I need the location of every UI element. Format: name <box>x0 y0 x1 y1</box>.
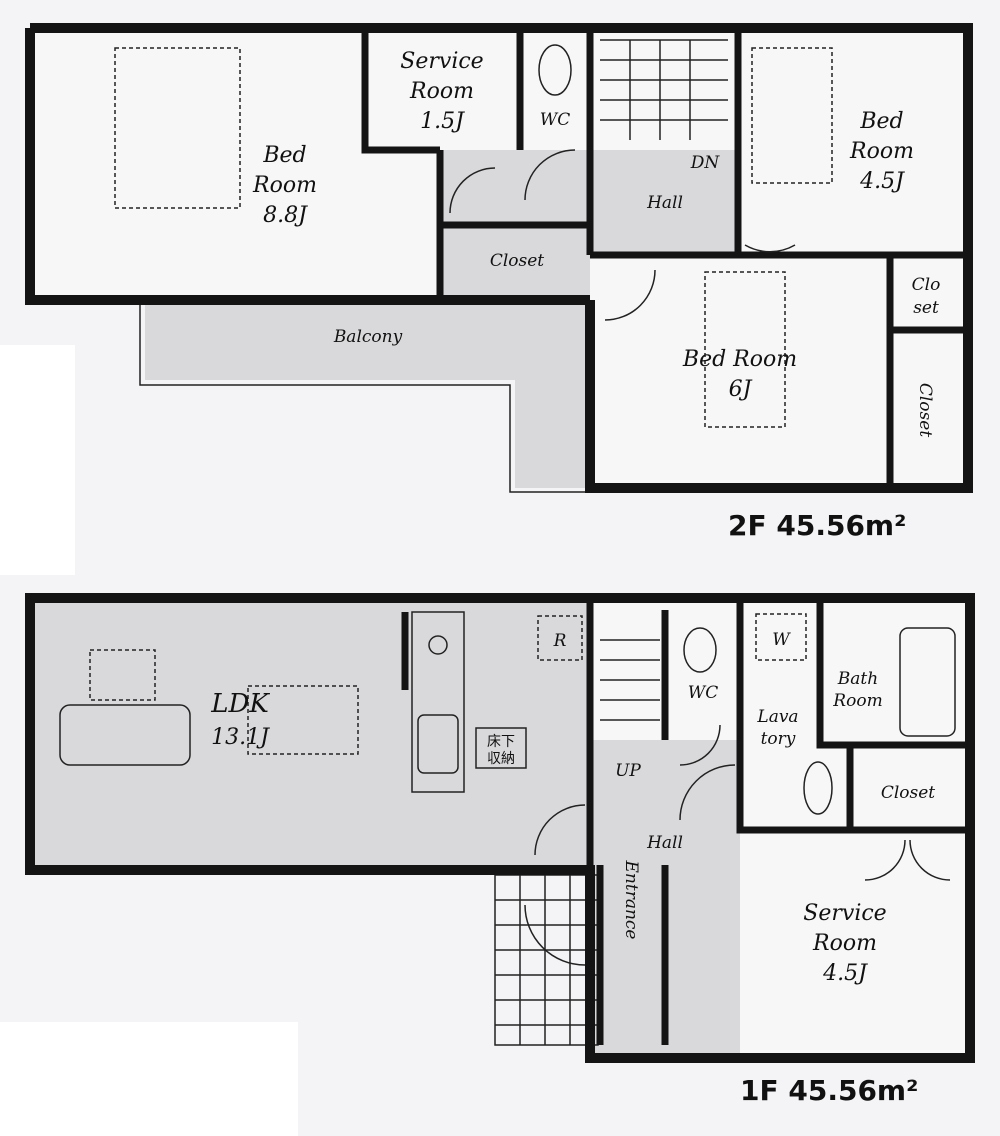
washer-icon <box>755 613 807 661</box>
floor-2: Bed Room 8.8J Service Room 1.5J WC DN Ha… <box>25 23 973 542</box>
room-label: Closet <box>490 251 544 271</box>
room-label: Bed Room <box>682 347 797 372</box>
room-label: 13.1J <box>211 725 270 750</box>
room-label: Clo <box>912 275 941 295</box>
fridge-label: R <box>553 631 567 651</box>
blank-area-bottom-left <box>0 1022 298 1136</box>
fridge-icon <box>537 615 583 661</box>
floor-1: LDK 13.1J R 床下 収納 WC W Bath Room Lava to… <box>25 593 975 1107</box>
underfloor-storage-label: 収納 <box>487 751 515 767</box>
room-label: Closet <box>881 783 935 803</box>
toilet-icon <box>538 44 572 96</box>
stairs-label: UP <box>615 761 641 781</box>
room-label: Bed <box>859 109 903 134</box>
stairs-label: DN <box>690 153 721 173</box>
underfloor-storage-label: 床下 <box>487 734 515 750</box>
room-label: 8.8J <box>263 203 308 228</box>
bathtub-icon <box>899 627 956 737</box>
room-label: Bath <box>837 669 878 689</box>
room-label: Room <box>832 691 882 711</box>
porch-tiles <box>494 874 599 1046</box>
room-label: Bed <box>262 143 306 168</box>
underfloor-storage-icon <box>475 727 527 769</box>
room-label: Closet <box>915 383 935 437</box>
room-label: Service <box>400 49 483 74</box>
room-label: WC <box>540 110 570 130</box>
room-label: Balcony <box>333 327 403 347</box>
room-label: Hall <box>646 193 683 213</box>
washer-label: W <box>772 630 791 650</box>
room-label: Hall <box>646 833 683 853</box>
blank-area-left <box>0 345 75 575</box>
room-label: Room <box>849 139 914 164</box>
room-label: WC <box>688 683 718 703</box>
room-label: 4.5J <box>822 961 868 986</box>
bed-icon <box>114 47 241 209</box>
room-label: tory <box>761 729 796 749</box>
room-label: Entrance <box>621 860 641 940</box>
sink-icon <box>417 714 459 774</box>
kitchen-counter <box>411 611 465 793</box>
floor-area-label: 1F 45.56m² <box>740 1074 918 1107</box>
room-label: Room <box>812 931 877 956</box>
entrance-floor <box>600 865 665 1045</box>
room-label: LDK <box>210 689 270 719</box>
room-label: 6J <box>729 377 753 402</box>
toilet-icon <box>683 627 717 673</box>
washbasin-icon <box>803 761 833 815</box>
room-label: set <box>913 298 939 318</box>
sofa-icon <box>59 704 191 766</box>
table-icon <box>89 649 156 701</box>
ldk-floor <box>30 598 590 870</box>
room-label: Lava <box>756 707 798 727</box>
bed-icon <box>704 271 786 428</box>
stove-icon <box>428 635 448 655</box>
room-label: 1.5J <box>420 109 465 134</box>
room-label: Room <box>252 173 317 198</box>
room-label: Service <box>803 901 886 926</box>
balcony <box>145 300 590 488</box>
staircase-2f <box>600 39 728 140</box>
room-label: Room <box>409 79 474 104</box>
dining-table-icon <box>247 685 359 755</box>
bed-icon <box>751 47 833 184</box>
room-label: 4.5J <box>859 169 905 194</box>
floor-area-label: 2F 45.56m² <box>728 509 906 542</box>
